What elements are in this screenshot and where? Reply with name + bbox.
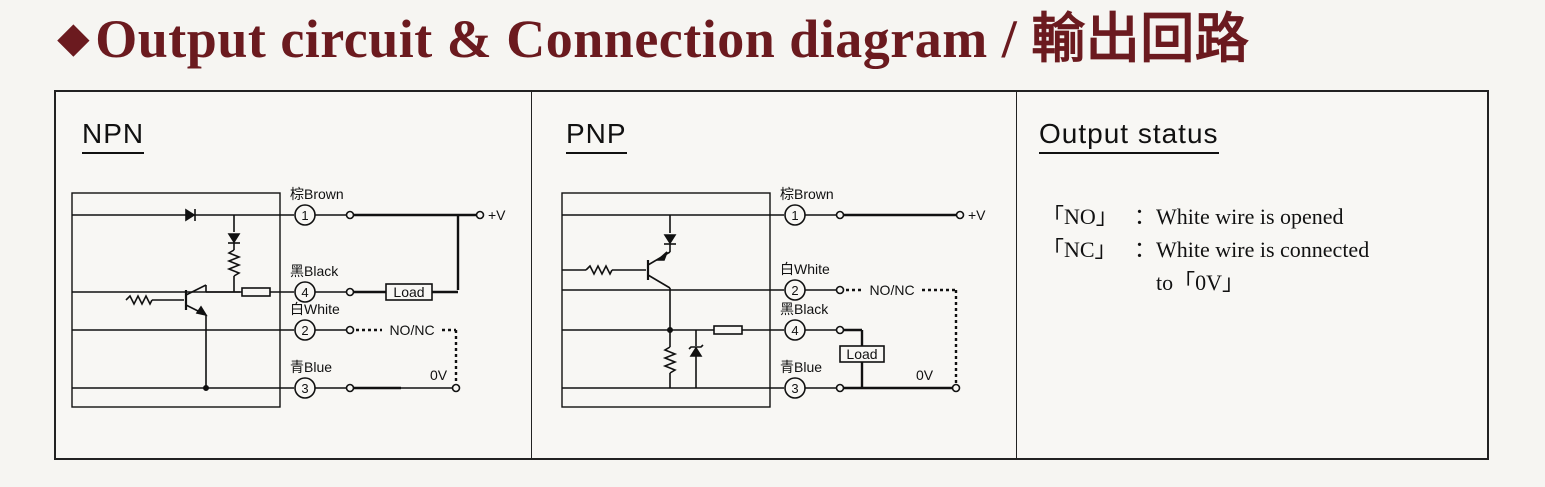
- pnp-white-label: 白White: [780, 261, 830, 277]
- npn-no-nc: NO/NC: [389, 322, 434, 338]
- page-title-text: Output circuit & Connection diagram / 輸出…: [95, 9, 1250, 69]
- page-title: ◆Output circuit & Connection diagram / 輸…: [58, 4, 1249, 79]
- npn-brown-label: 棕Brown: [290, 186, 344, 202]
- status-no-key: 「NO」: [1042, 204, 1118, 229]
- pnp-pin-black: 4: [791, 323, 798, 338]
- pnp-title: PNP: [566, 118, 627, 154]
- pnp-pin-brown: 1: [791, 208, 798, 223]
- pnp-zero-v: 0V: [916, 367, 934, 383]
- pnp-brown-label: 棕Brown: [780, 186, 834, 202]
- status-nc-key: 「NC」: [1042, 237, 1117, 262]
- npn-pin-black: 4: [301, 285, 308, 300]
- npn-pin-blue: 3: [301, 381, 308, 396]
- npn-pin-white: 2: [301, 323, 308, 338]
- output-status-title: Output status: [1039, 118, 1219, 154]
- npn-circuit: [71, 192, 485, 408]
- npn-title: NPN: [82, 118, 145, 154]
- pnp-circuit: [561, 192, 965, 408]
- status-nc-text: ：White wire is connected: [1134, 237, 1370, 262]
- circuit-diagrams: 棕Brown 黑Black 白White 青Blue 1 4 2 3 +V Lo…: [71, 186, 986, 408]
- npn-zero-v: 0V: [430, 367, 448, 383]
- pnp-blue-label: 青Blue: [780, 359, 822, 375]
- status-no-line: 「NO」 ：White wire is opened: [1042, 199, 1344, 231]
- npn-plus-v: +V: [488, 207, 506, 223]
- panel-divider-2: [1016, 92, 1017, 458]
- pnp-pin-white: 2: [791, 283, 798, 298]
- pnp-pin-blue: 3: [791, 381, 798, 396]
- npn-pin-brown: 1: [301, 208, 308, 223]
- status-no-text: ：White wire is opened: [1134, 204, 1344, 229]
- status-nc-text2: to「0V」: [1156, 270, 1245, 295]
- diamond-icon: ◆: [58, 15, 90, 60]
- diagram-frame: NPN PNP Output status 「NO」 ：White wire is…: [54, 90, 1489, 460]
- pnp-no-nc: NO/NC: [869, 282, 914, 298]
- npn-black-label: 黑Black: [290, 263, 339, 279]
- npn-blue-label: 青Blue: [290, 359, 332, 375]
- status-nc-line: 「NC」 ：White wire is connected: [1042, 232, 1369, 264]
- pnp-black-label: 黑Black: [780, 301, 829, 317]
- panel-divider-1: [531, 92, 532, 458]
- npn-white-label: 白White: [290, 301, 340, 317]
- npn-load: Load: [393, 284, 424, 300]
- pnp-plus-v: +V: [968, 207, 986, 223]
- pnp-load: Load: [846, 346, 877, 362]
